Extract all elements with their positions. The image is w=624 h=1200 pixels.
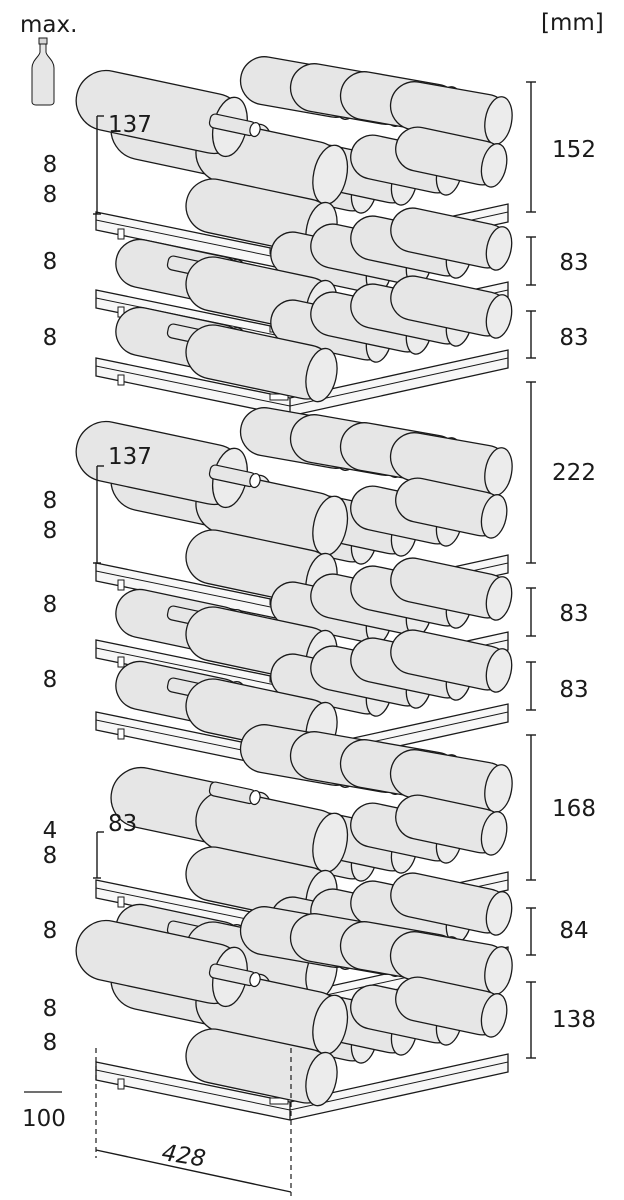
bottle-neck [208,113,261,138]
shelf [75,407,513,622]
shelf-count-label: 8 [42,182,58,208]
shelf-height-label: 83 [559,601,589,627]
bottle-neck [208,464,261,489]
dimension-line [526,907,536,956]
bottle-neck [208,781,261,806]
height-bracket [93,115,104,215]
bottle [75,420,248,509]
shelf-count-label: 4 [42,818,58,844]
shelf-count-label: 8 [42,843,58,869]
shelf-count-label: 8 [42,1030,58,1056]
shelf-count-label: 8 [42,592,58,618]
bottle-neck [208,963,261,988]
dimension-line [526,587,536,637]
bottle [390,872,513,936]
shelf-height-label: 84 [559,918,589,944]
bottle [395,794,508,856]
dimension-line [526,734,536,881]
shelf-count-label: 8 [42,996,58,1022]
dimension-lines [24,81,536,1196]
dimension-line [526,981,536,1059]
shelf-count-label: 8 [42,518,58,544]
dimension-line [526,81,536,213]
bottle [185,1028,338,1107]
shelf-height-label: 152 [552,137,596,163]
shelf-count-label: 8 [42,249,58,275]
dimension-line [526,236,536,286]
dimension-line [526,310,536,359]
bottle-height-label: 137 [108,112,152,138]
bottle [390,629,513,693]
shelf-height-label: 83 [559,250,589,276]
bottle [390,207,513,271]
max-label: max. [20,12,78,38]
shelf-height-label: 83 [559,677,589,703]
bottle [395,126,508,188]
dimension-line [526,381,536,564]
dimension-line [526,661,536,711]
unit-label: [mm] [541,10,604,36]
bottle [185,324,338,403]
bottle [390,557,513,621]
total-label: 100 [22,1106,66,1132]
shelf-height-label: 222 [552,460,596,486]
shelf-layer [75,56,513,1121]
wine-bottle-icon [31,37,55,106]
bottle-height-label: 137 [108,444,152,470]
shelf [75,906,513,1121]
shelf-count-label: 8 [42,488,58,514]
shelf-height-label: 138 [552,1007,596,1033]
bottle-height-label: 83 [108,811,138,837]
shelf-height-label: 168 [552,796,596,822]
shelf [95,724,513,939]
shelf-count-label: 8 [42,325,58,351]
height-bracket [93,465,104,564]
shelf [75,56,513,271]
shelf-count-label: 8 [42,918,58,944]
shelf-height-label: 83 [559,325,589,351]
width-dimension [95,1048,292,1196]
bottle [395,477,508,539]
shelf-count-label: 8 [42,667,58,693]
shelf-count-label: 8 [42,152,58,178]
height-bracket [93,831,104,879]
bottle [395,976,508,1038]
bottle [390,275,513,339]
shelf [95,275,513,417]
